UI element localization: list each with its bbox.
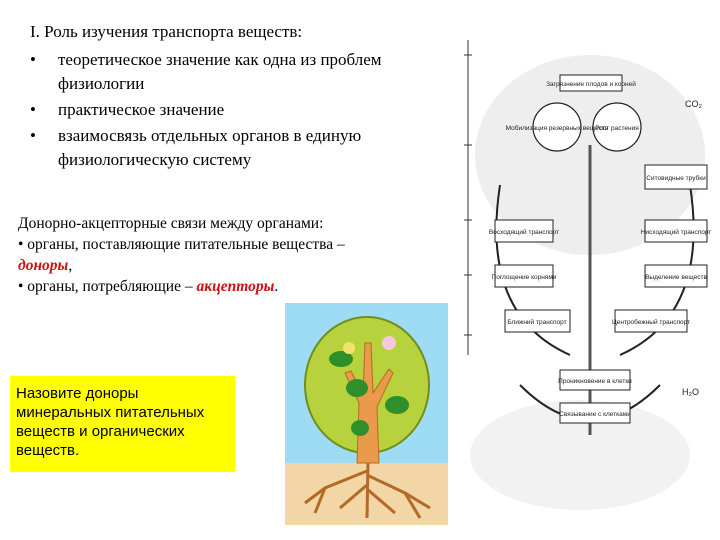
leaf (329, 351, 353, 367)
transport-diagram: Загрязнение плодов и корней Мобилизация … (464, 40, 712, 510)
box-label: Рост растения (595, 125, 639, 132)
left-loop-arrow (495, 184, 571, 356)
growth-circle-left (532, 102, 582, 152)
donor-line-prefix: • органы, поставляющие питательные вещес… (18, 236, 345, 253)
leaf (346, 379, 368, 397)
box-label: Нисходящий транспорт (641, 228, 712, 236)
bullet-text: практическое значение (58, 100, 225, 119)
h2o-label: H₂O (682, 387, 699, 397)
role-bullet-list: • теоретическое значение как одна из проб… (30, 48, 435, 174)
acceptors-term: акцепторы (196, 278, 275, 295)
donor-line-suffix: , (68, 257, 73, 274)
co2-label: CO₂ (685, 99, 703, 109)
box-label: Ситовидные трубки (646, 174, 706, 182)
box-label: Проникновение в клетки (558, 378, 632, 385)
bullet-text: взаимосвязь отдельных органов в единую ф… (58, 126, 362, 169)
donors-term: доноры (18, 257, 69, 274)
acceptor-line-prefix: • органы, потребляющие – (18, 278, 193, 295)
leaf (385, 396, 409, 414)
growth-circle-right (592, 102, 642, 152)
box-label: Центробежный транспорт (612, 318, 690, 326)
bullet-marker: • (30, 126, 36, 145)
bullet-item: • теоретическое значение как одна из проб… (30, 48, 435, 96)
fruit (382, 336, 396, 350)
bullet-marker: • (30, 50, 36, 69)
box-label: Восходящий транспорт (489, 228, 559, 236)
section-heading: I. Роль изучения транспорта веществ: (30, 22, 303, 41)
tree-roots (304, 462, 431, 519)
scale-ticks (464, 54, 472, 336)
acceptor-line-suffix: . (274, 278, 279, 295)
right-loop-arrow (619, 184, 695, 356)
tree-illustration (285, 303, 448, 525)
tree-trunk (344, 342, 394, 464)
bullet-text: теоретическое значение как одна из пробл… (58, 50, 382, 93)
box-label: Ближний транспорт (507, 318, 566, 326)
donor-line: • органы, поставляющие питательные вещес… (18, 234, 448, 276)
bullet-item: • взаимосвязь отдельных органов в единую … (30, 124, 435, 172)
box-label: Мобилизация резервных веществ (506, 124, 609, 132)
box-label: Поглощение корнями (492, 274, 557, 281)
leaf (351, 420, 369, 436)
donor-acceptor-title: Донорно-акцепторные связи между органами… (18, 215, 324, 232)
acceptor-line: • органы, потребляющие – акцепторы. (18, 276, 448, 297)
donor-acceptor-block: Донорно-акцепторные связи между органами… (18, 213, 448, 297)
box-label: Выделение веществ (645, 274, 707, 281)
bullet-marker: • (30, 100, 36, 119)
bullet-item: • практическое значение (30, 98, 435, 122)
box-label: Загрязнение плодов и корней (546, 80, 636, 88)
question-box: Назовите доноры минеральных питательных … (10, 376, 235, 472)
fruit (343, 342, 355, 354)
diagram-boxes: Загрязнение плодов и корней Мобилизация … (489, 74, 712, 424)
box-label: Связывание с клетками (559, 411, 631, 418)
root-shading (470, 400, 690, 510)
